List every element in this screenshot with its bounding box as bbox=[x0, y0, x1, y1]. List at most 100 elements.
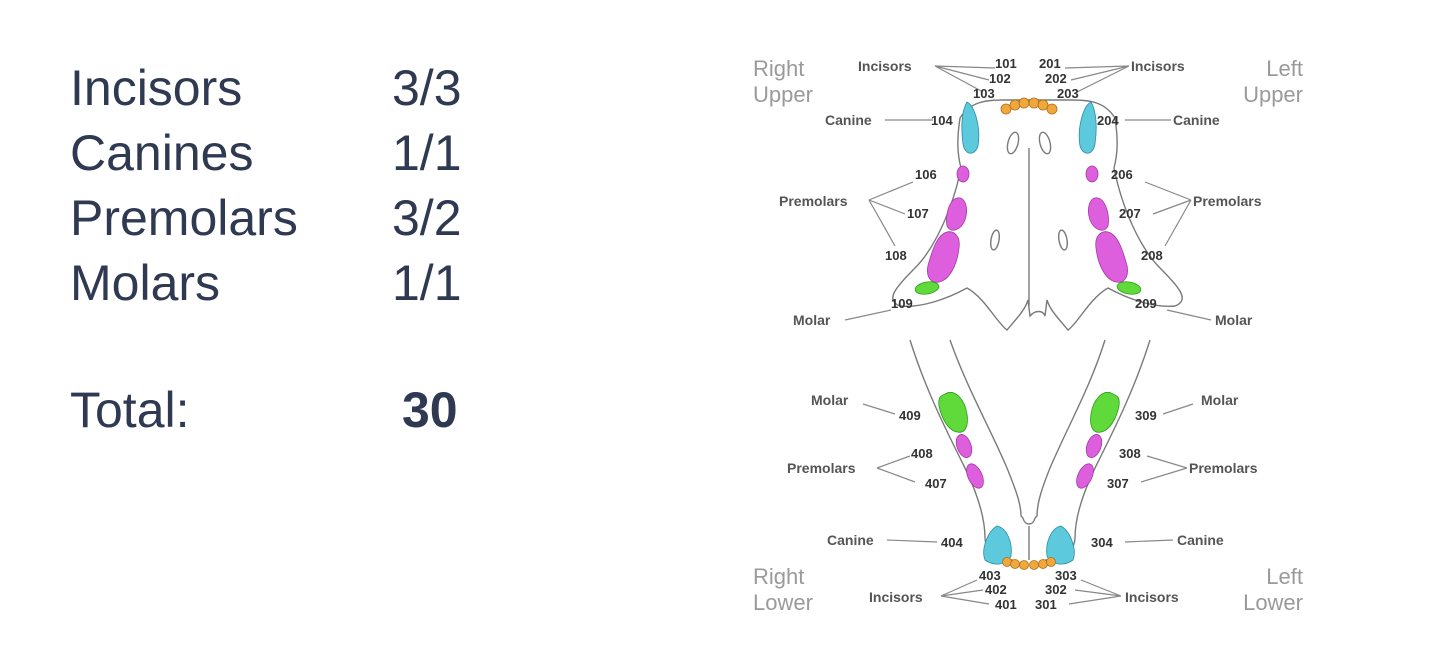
tooth-106 bbox=[956, 165, 970, 183]
tooth-203 bbox=[1046, 103, 1058, 115]
label-canine-lower-right: Canine bbox=[827, 532, 874, 548]
tooth-403 bbox=[1002, 557, 1012, 567]
label-molar-upper-right: Molar bbox=[793, 312, 831, 328]
label-molar-lower-right: Molar bbox=[811, 392, 849, 408]
right-lower-label-1: Right bbox=[753, 564, 804, 589]
palatal-fissure-right bbox=[1006, 131, 1020, 155]
tooth-108 bbox=[927, 231, 960, 283]
num-101: 101 bbox=[995, 56, 1017, 71]
num-203: 203 bbox=[1057, 86, 1079, 101]
num-304: 304 bbox=[1091, 535, 1113, 550]
num-108: 108 bbox=[885, 248, 907, 263]
num-106: 106 bbox=[915, 167, 937, 182]
tooth-304 bbox=[1046, 525, 1075, 565]
num-307: 307 bbox=[1107, 476, 1129, 491]
tooth-107 bbox=[946, 197, 967, 231]
premolars-label: Premolars bbox=[70, 190, 298, 246]
upper-jaw-outline bbox=[892, 99, 1183, 331]
molars-label: Molars bbox=[70, 255, 221, 311]
num-103: 103 bbox=[973, 86, 995, 101]
tooth-401 bbox=[1019, 560, 1029, 570]
tooth-206 bbox=[1085, 165, 1099, 183]
label-premolars-lower-right: Premolars bbox=[787, 460, 856, 476]
tooth-409 bbox=[938, 392, 968, 433]
num-309: 309 bbox=[1135, 408, 1157, 423]
upper-incisors bbox=[1000, 97, 1058, 115]
label-premolars-upper-left: Premolars bbox=[1193, 193, 1262, 209]
num-206: 206 bbox=[1111, 167, 1133, 182]
num-302: 302 bbox=[1045, 582, 1067, 597]
label-premolars-lower-left: Premolars bbox=[1189, 460, 1258, 476]
label-canine-lower-left: Canine bbox=[1177, 532, 1224, 548]
lower-jaw bbox=[909, 339, 1151, 570]
right-upper-label-1: Right bbox=[753, 56, 804, 81]
label-incisors-lower-right: Incisors bbox=[869, 589, 923, 605]
leader-lines bbox=[844, 65, 1212, 605]
canines-label: Canines bbox=[70, 125, 254, 181]
left-lower-label-1: Left bbox=[1266, 564, 1303, 589]
tooth-407 bbox=[966, 463, 984, 489]
num-409: 409 bbox=[899, 408, 921, 423]
total-value: 30 bbox=[402, 382, 458, 438]
tooth-202 bbox=[1037, 99, 1049, 111]
num-201: 201 bbox=[1039, 56, 1061, 71]
tooth-207 bbox=[1088, 197, 1109, 231]
mandibular-symphysis bbox=[1022, 517, 1036, 525]
palatine-foramen-right bbox=[989, 229, 1001, 251]
lower-jaw-inner-right bbox=[949, 339, 1024, 519]
num-401: 401 bbox=[995, 597, 1017, 612]
label-molar-lower-left: Molar bbox=[1201, 392, 1239, 408]
num-107: 107 bbox=[907, 206, 929, 221]
tooth-308 bbox=[1085, 434, 1103, 458]
tooth-102 bbox=[1009, 99, 1021, 111]
premolars-count: 3/2 bbox=[392, 190, 462, 246]
num-308: 308 bbox=[1119, 446, 1141, 461]
right-lower-label-2: Lower bbox=[753, 590, 813, 615]
tooth-109 bbox=[914, 281, 940, 295]
label-canine-upper-right: Canine bbox=[825, 112, 872, 128]
dental-formula: Incisors 3/3 Canines 1/1 Premolars 3/2 M… bbox=[0, 0, 600, 671]
tooth-408 bbox=[955, 434, 973, 458]
num-204: 204 bbox=[1097, 113, 1119, 128]
tooth-201 bbox=[1028, 97, 1040, 109]
tooth-307 bbox=[1076, 463, 1094, 489]
num-303: 303 bbox=[1055, 568, 1077, 583]
num-301: 301 bbox=[1035, 597, 1057, 612]
molars-count: 1/1 bbox=[392, 255, 462, 311]
left-upper-label-2: Upper bbox=[1243, 82, 1303, 107]
label-incisors-upper-left: Incisors bbox=[1131, 58, 1185, 74]
tooth-404 bbox=[983, 525, 1012, 565]
dentition-diagram: Right Upper Left Upper Right Lower Left … bbox=[753, 56, 1303, 615]
num-102: 102 bbox=[989, 71, 1011, 86]
left-upper-label-1: Left bbox=[1266, 56, 1303, 81]
label-premolars-upper-right: Premolars bbox=[779, 193, 848, 209]
num-104: 104 bbox=[931, 113, 953, 128]
label-molar-upper-left: Molar bbox=[1215, 312, 1253, 328]
incisors-label: Incisors bbox=[70, 60, 243, 116]
num-209: 209 bbox=[1135, 296, 1157, 311]
label-canine-upper-left: Canine bbox=[1173, 112, 1220, 128]
total-label: Total: bbox=[70, 382, 190, 438]
palatal-fissure-left bbox=[1038, 131, 1052, 155]
num-208: 208 bbox=[1141, 248, 1163, 263]
incisors-count: 3/3 bbox=[392, 60, 462, 116]
tooth-301 bbox=[1029, 560, 1039, 570]
lower-jaw-inner-left bbox=[1034, 339, 1106, 519]
tooth-104 bbox=[961, 101, 980, 154]
num-202: 202 bbox=[1045, 71, 1067, 86]
tooth-103 bbox=[1000, 103, 1012, 115]
tooth-302 bbox=[1038, 559, 1048, 569]
label-incisors-upper-right: Incisors bbox=[858, 58, 912, 74]
tooth-101 bbox=[1018, 97, 1030, 109]
tooth-309 bbox=[1090, 392, 1120, 433]
right-upper-label-2: Upper bbox=[753, 82, 813, 107]
left-lower-label-2: Lower bbox=[1243, 590, 1303, 615]
num-109: 109 bbox=[891, 296, 913, 311]
tooth-204 bbox=[1078, 101, 1097, 154]
tooth-303 bbox=[1046, 557, 1056, 567]
tooth-209 bbox=[1116, 281, 1142, 295]
palatine-foramen-left bbox=[1057, 229, 1069, 251]
upper-jaw bbox=[892, 97, 1183, 331]
canines-count: 1/1 bbox=[392, 125, 462, 181]
num-402: 402 bbox=[985, 582, 1007, 597]
